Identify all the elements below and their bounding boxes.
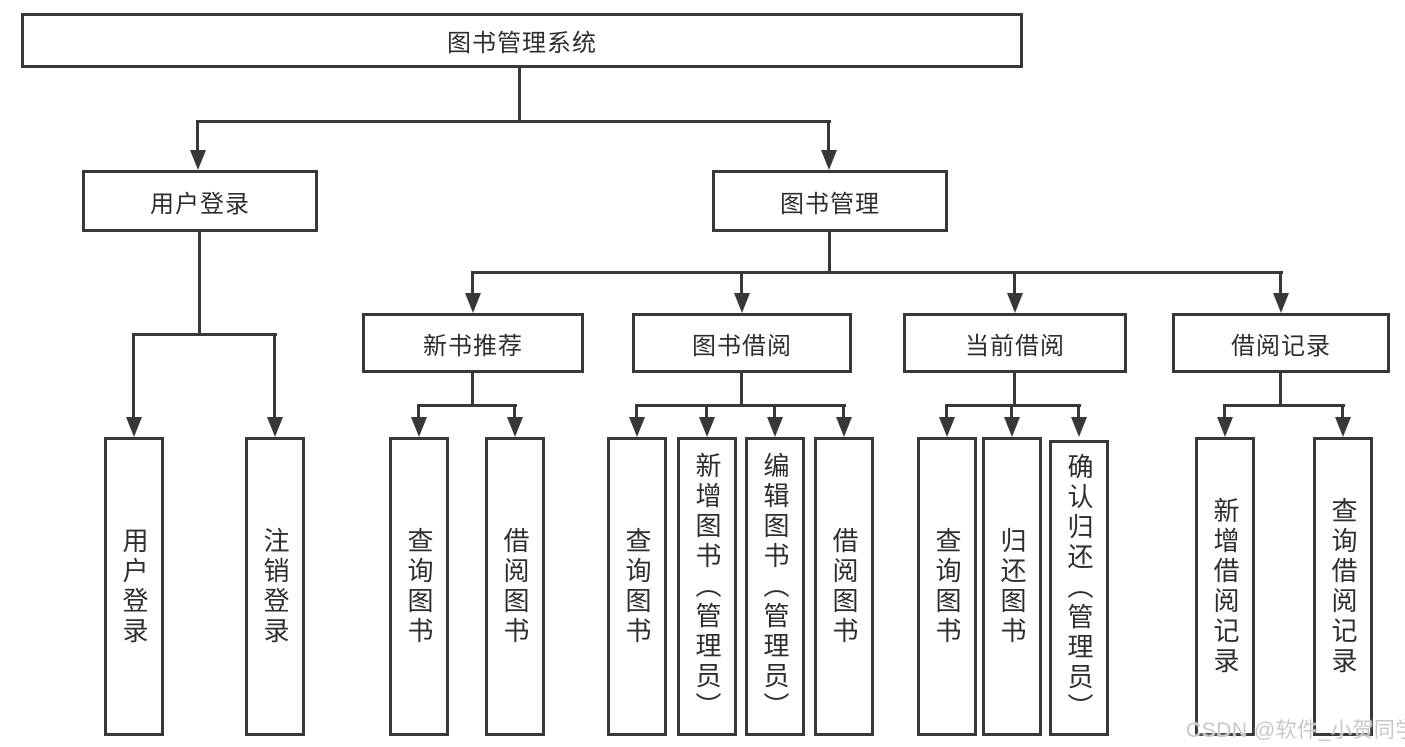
edge-drop-book-mgmt xyxy=(827,120,830,152)
arrowhead-icon xyxy=(629,417,645,437)
node-new-book-recommend: 新书推荐 xyxy=(362,313,584,373)
node-borrow-record-label: 借阅记录 xyxy=(1231,332,1331,360)
leaf-add-book-admin: 新增图书（管理员） xyxy=(677,437,737,736)
leaf-logout-label: 注销登录 xyxy=(260,526,290,647)
edge-drop-leaf xyxy=(773,404,776,419)
edge-drop-leaf xyxy=(705,404,708,419)
arrowhead-icon xyxy=(507,417,523,437)
arrowhead-icon xyxy=(767,417,783,437)
leaf-query-book-1: 查询图书 xyxy=(389,437,449,736)
node-book-mgmt-label: 图书管理 xyxy=(780,190,880,218)
arrowhead-icon xyxy=(699,417,715,437)
arrowhead-icon xyxy=(734,293,750,313)
edge-drop-leaf xyxy=(945,404,948,419)
edge-drop-leaf xyxy=(132,333,135,419)
node-borrow-record: 借阅记录 xyxy=(1172,313,1390,373)
arrowhead-icon xyxy=(1217,417,1233,437)
edge-drop-leaf xyxy=(842,404,845,419)
edge-root-stem xyxy=(518,68,521,122)
arrowhead-icon xyxy=(267,417,283,437)
edge-drop-leaf xyxy=(1077,404,1080,419)
node-library-system-label: 图书管理系统 xyxy=(447,30,597,57)
leaf-return-book-label: 归还图书 xyxy=(997,526,1027,647)
node-book-borrow-label: 图书借阅 xyxy=(692,332,792,360)
arrowhead-icon xyxy=(939,417,955,437)
arrowhead-icon xyxy=(1335,417,1351,437)
leaf-add-book-admin-label: 新增图书（管理员） xyxy=(692,451,722,722)
edge-user-login-stem xyxy=(198,232,201,335)
leaf-edit-book-admin-label: 编辑图书（管理员） xyxy=(760,451,790,722)
edge-borrow-record-splitter xyxy=(1223,404,1345,407)
node-new-book-recommend-label: 新书推荐 xyxy=(423,332,523,360)
arrowhead-icon xyxy=(1007,293,1023,313)
arrowhead-icon xyxy=(465,293,481,313)
leaf-user-login-label: 用户登录 xyxy=(119,526,149,647)
leaf-query-book-2: 查询图书 xyxy=(607,437,667,736)
leaf-return-book: 归还图书 xyxy=(982,437,1042,736)
edge-borrow-record-stem xyxy=(1279,373,1282,406)
leaf-logout: 注销登录 xyxy=(245,437,305,736)
node-user-login: 用户登录 xyxy=(82,170,318,232)
edge-drop-new-book xyxy=(471,271,474,295)
leaf-borrow-book-2-label: 借阅图书 xyxy=(829,526,859,647)
node-library-system: 图书管理系统 xyxy=(21,13,1023,68)
leaf-confirm-return-admin-label: 确认归还（管理员） xyxy=(1064,453,1094,723)
leaf-query-book-1-label: 查询图书 xyxy=(404,526,434,647)
leaf-query-book-3-label: 查询图书 xyxy=(932,526,962,647)
edge-current-borrow-stem xyxy=(1013,373,1016,406)
leaf-borrow-book-1-label: 借阅图书 xyxy=(500,526,530,647)
leaf-confirm-return-admin: 确认归还（管理员） xyxy=(1049,440,1109,736)
arrowhead-icon xyxy=(190,150,206,170)
edge-book-borrow-stem xyxy=(740,373,743,406)
leaf-query-book-3: 查询图书 xyxy=(917,437,977,736)
edge-drop-leaf xyxy=(635,404,638,419)
arrowhead-icon xyxy=(821,150,837,170)
edge-drop-leaf xyxy=(273,333,276,419)
edge-drop-current-borrow xyxy=(1013,271,1016,295)
edge-new-book-stem xyxy=(471,373,474,406)
leaf-user-login: 用户登录 xyxy=(104,437,164,736)
edge-drop-user-login xyxy=(196,120,199,152)
leaf-query-borrow-record-label: 查询借阅记录 xyxy=(1328,496,1358,677)
edge-root-splitter xyxy=(196,120,831,123)
edge-drop-leaf xyxy=(1010,404,1013,419)
edge-drop-borrow-record xyxy=(1279,271,1282,295)
leaf-borrow-book-1: 借阅图书 xyxy=(485,437,545,736)
arrowhead-icon xyxy=(1004,417,1020,437)
edge-book-mgmt-stem xyxy=(828,232,831,273)
edge-drop-leaf xyxy=(1223,404,1226,419)
edge-new-book-splitter xyxy=(417,404,517,407)
node-current-borrow: 当前借阅 xyxy=(903,313,1127,373)
edge-drop-leaf xyxy=(417,404,420,419)
arrowhead-icon xyxy=(1273,293,1289,313)
edge-book-mgmt-splitter xyxy=(471,271,1283,274)
arrowhead-icon xyxy=(411,417,427,437)
arrowhead-icon xyxy=(126,417,142,437)
node-book-borrow: 图书借阅 xyxy=(632,313,852,373)
arrowhead-icon xyxy=(1071,417,1087,437)
edge-drop-leaf xyxy=(1341,404,1344,419)
edge-book-borrow-splitter xyxy=(635,404,846,407)
watermark: CSDN @软件_小贺同学 xyxy=(1186,719,1405,742)
leaf-edit-book-admin: 编辑图书（管理员） xyxy=(745,437,805,736)
leaf-query-borrow-record: 查询借阅记录 xyxy=(1313,437,1373,736)
node-book-mgmt: 图书管理 xyxy=(712,170,948,232)
node-current-borrow-label: 当前借阅 xyxy=(965,332,1065,360)
leaf-borrow-book-2: 借阅图书 xyxy=(814,437,874,736)
node-user-login-label: 用户登录 xyxy=(150,190,250,218)
edge-drop-book-borrow xyxy=(740,271,743,295)
edge-user-login-splitter xyxy=(132,333,277,336)
leaf-add-borrow-record-label: 新增借阅记录 xyxy=(1210,496,1240,677)
leaf-add-borrow-record: 新增借阅记录 xyxy=(1195,437,1255,736)
leaf-query-book-2-label: 查询图书 xyxy=(622,526,652,647)
arrowhead-icon xyxy=(836,417,852,437)
edge-current-borrow-splitter xyxy=(945,404,1081,407)
edge-drop-leaf xyxy=(513,404,516,419)
